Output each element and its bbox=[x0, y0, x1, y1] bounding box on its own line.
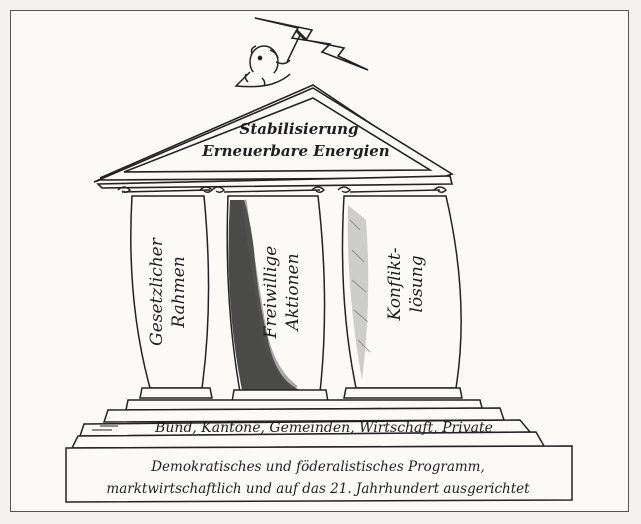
pillar-konfliktloesung bbox=[341, 195, 463, 399]
pillar-label-2-line1: Freiwillige bbox=[261, 246, 281, 340]
pillar-gesetzlicher-rahmen bbox=[130, 195, 213, 399]
figure-with-hammer-icon bbox=[234, 28, 308, 88]
pediment bbox=[93, 84, 454, 189]
pediment-line2: Erneuerbare Energien bbox=[201, 142, 389, 160]
pillar-label-1-line1: Gesetzlicher bbox=[147, 237, 167, 346]
pediment-line1: Stabilisierung bbox=[240, 120, 359, 138]
pillar-freiwillige-aktionen bbox=[226, 195, 329, 403]
temple-steps bbox=[70, 399, 546, 449]
temple-base bbox=[65, 445, 573, 503]
pillar-label-3-line1: Konflikt- bbox=[385, 247, 405, 321]
steps-label: Bund, Kantone, Gemeinden, Wirtschaft, Pr… bbox=[154, 420, 493, 436]
base-line1: Demokratisches und föderalistisches Prog… bbox=[150, 459, 485, 475]
pillar-label-3-line2: lösung bbox=[407, 255, 427, 312]
pillar-label-1-line2: Rahmen bbox=[169, 256, 189, 328]
capitals bbox=[117, 186, 447, 193]
base-line2: marktwirtschaftlich und auf das 21. Jahr… bbox=[106, 481, 530, 497]
pillar-label-2-line2: Aktionen bbox=[283, 253, 303, 332]
lightning-bolt-icon bbox=[254, 17, 369, 71]
